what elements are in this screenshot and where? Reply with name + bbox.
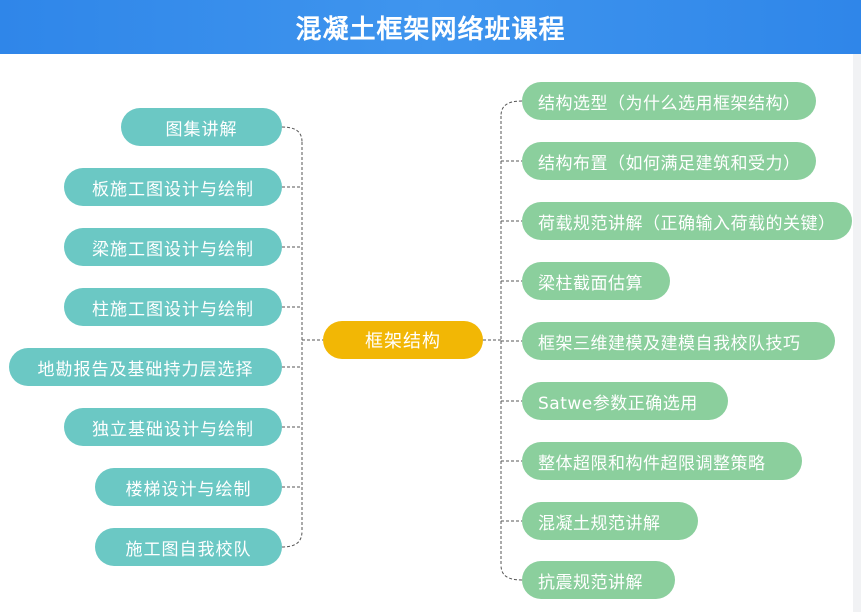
right-branch-8: [500, 564, 523, 581]
left-node-label: 梁施工图设计与绘制: [92, 239, 254, 260]
right-node-5: Satwe参数正确选用: [522, 382, 728, 420]
left-node-label: 楼梯设计与绘制: [125, 479, 252, 500]
right-node-label: 梁柱截面估算: [538, 273, 643, 294]
right-node-label: 结构选型（为什么选用框架结构）: [538, 93, 801, 114]
right-node-label: 框架三维建模及建模自我校队技巧: [538, 333, 801, 354]
left-node-label: 施工图自我校队: [125, 539, 252, 560]
right-node-3: 梁柱截面估算: [522, 262, 670, 300]
right-node-label: 整体超限和构件超限调整策略: [538, 453, 766, 474]
left-node-2: 梁施工图设计与绘制: [64, 228, 282, 266]
left-node-label: 柱施工图设计与绘制: [92, 299, 254, 320]
left-node-3: 柱施工图设计与绘制: [64, 288, 282, 326]
right-node-label: 荷载规范讲解（正确输入荷载的关键）: [538, 213, 836, 234]
right-node-2: 荷载规范讲解（正确输入荷载的关键）: [522, 202, 852, 240]
left-node-label: 图集讲解: [165, 119, 238, 140]
left-branch-0: [281, 126, 303, 143]
header-bar: 混凝土框架网络班课程: [0, 0, 861, 54]
center-node-label: 框架结构: [365, 331, 441, 352]
left-node-label: 独立基础设计与绘制: [92, 419, 254, 440]
right-node-6: 整体超限和构件超限调整策略: [522, 442, 802, 480]
left-node-6: 楼梯设计与绘制: [95, 468, 282, 506]
right-node-label: Satwe参数正确选用: [538, 393, 698, 414]
right-node-1: 结构布置（如何满足建筑和受力）: [522, 142, 816, 180]
right-node-label: 结构布置（如何满足建筑和受力）: [538, 153, 801, 174]
left-node-label: 地勘报告及基础持力层选择: [37, 359, 254, 380]
right-node-label: 混凝土规范讲解: [538, 513, 661, 534]
right-node-label: 抗震规范讲解: [538, 572, 643, 593]
right-edge-strip: [853, 54, 861, 612]
right-node-8: 抗震规范讲解: [522, 561, 675, 599]
left-node-label: 板施工图设计与绘制: [92, 179, 254, 200]
left-node-0: 图集讲解: [121, 108, 282, 146]
left-node-7: 施工图自我校队: [95, 528, 282, 566]
right-branch-0: [500, 100, 523, 117]
center-node: 框架结构: [323, 321, 483, 359]
left-branch-7: [281, 530, 303, 548]
right-node-7: 混凝土规范讲解: [522, 502, 698, 540]
left-node-1: 板施工图设计与绘制: [64, 168, 282, 206]
right-node-0: 结构选型（为什么选用框架结构）: [522, 82, 816, 120]
page-title: 混凝土框架网络班课程: [295, 14, 566, 45]
left-node-5: 独立基础设计与绘制: [64, 408, 282, 446]
left-node-4: 地勘报告及基础持力层选择: [9, 348, 282, 386]
right-node-4: 框架三维建模及建模自我校队技巧: [522, 322, 835, 360]
